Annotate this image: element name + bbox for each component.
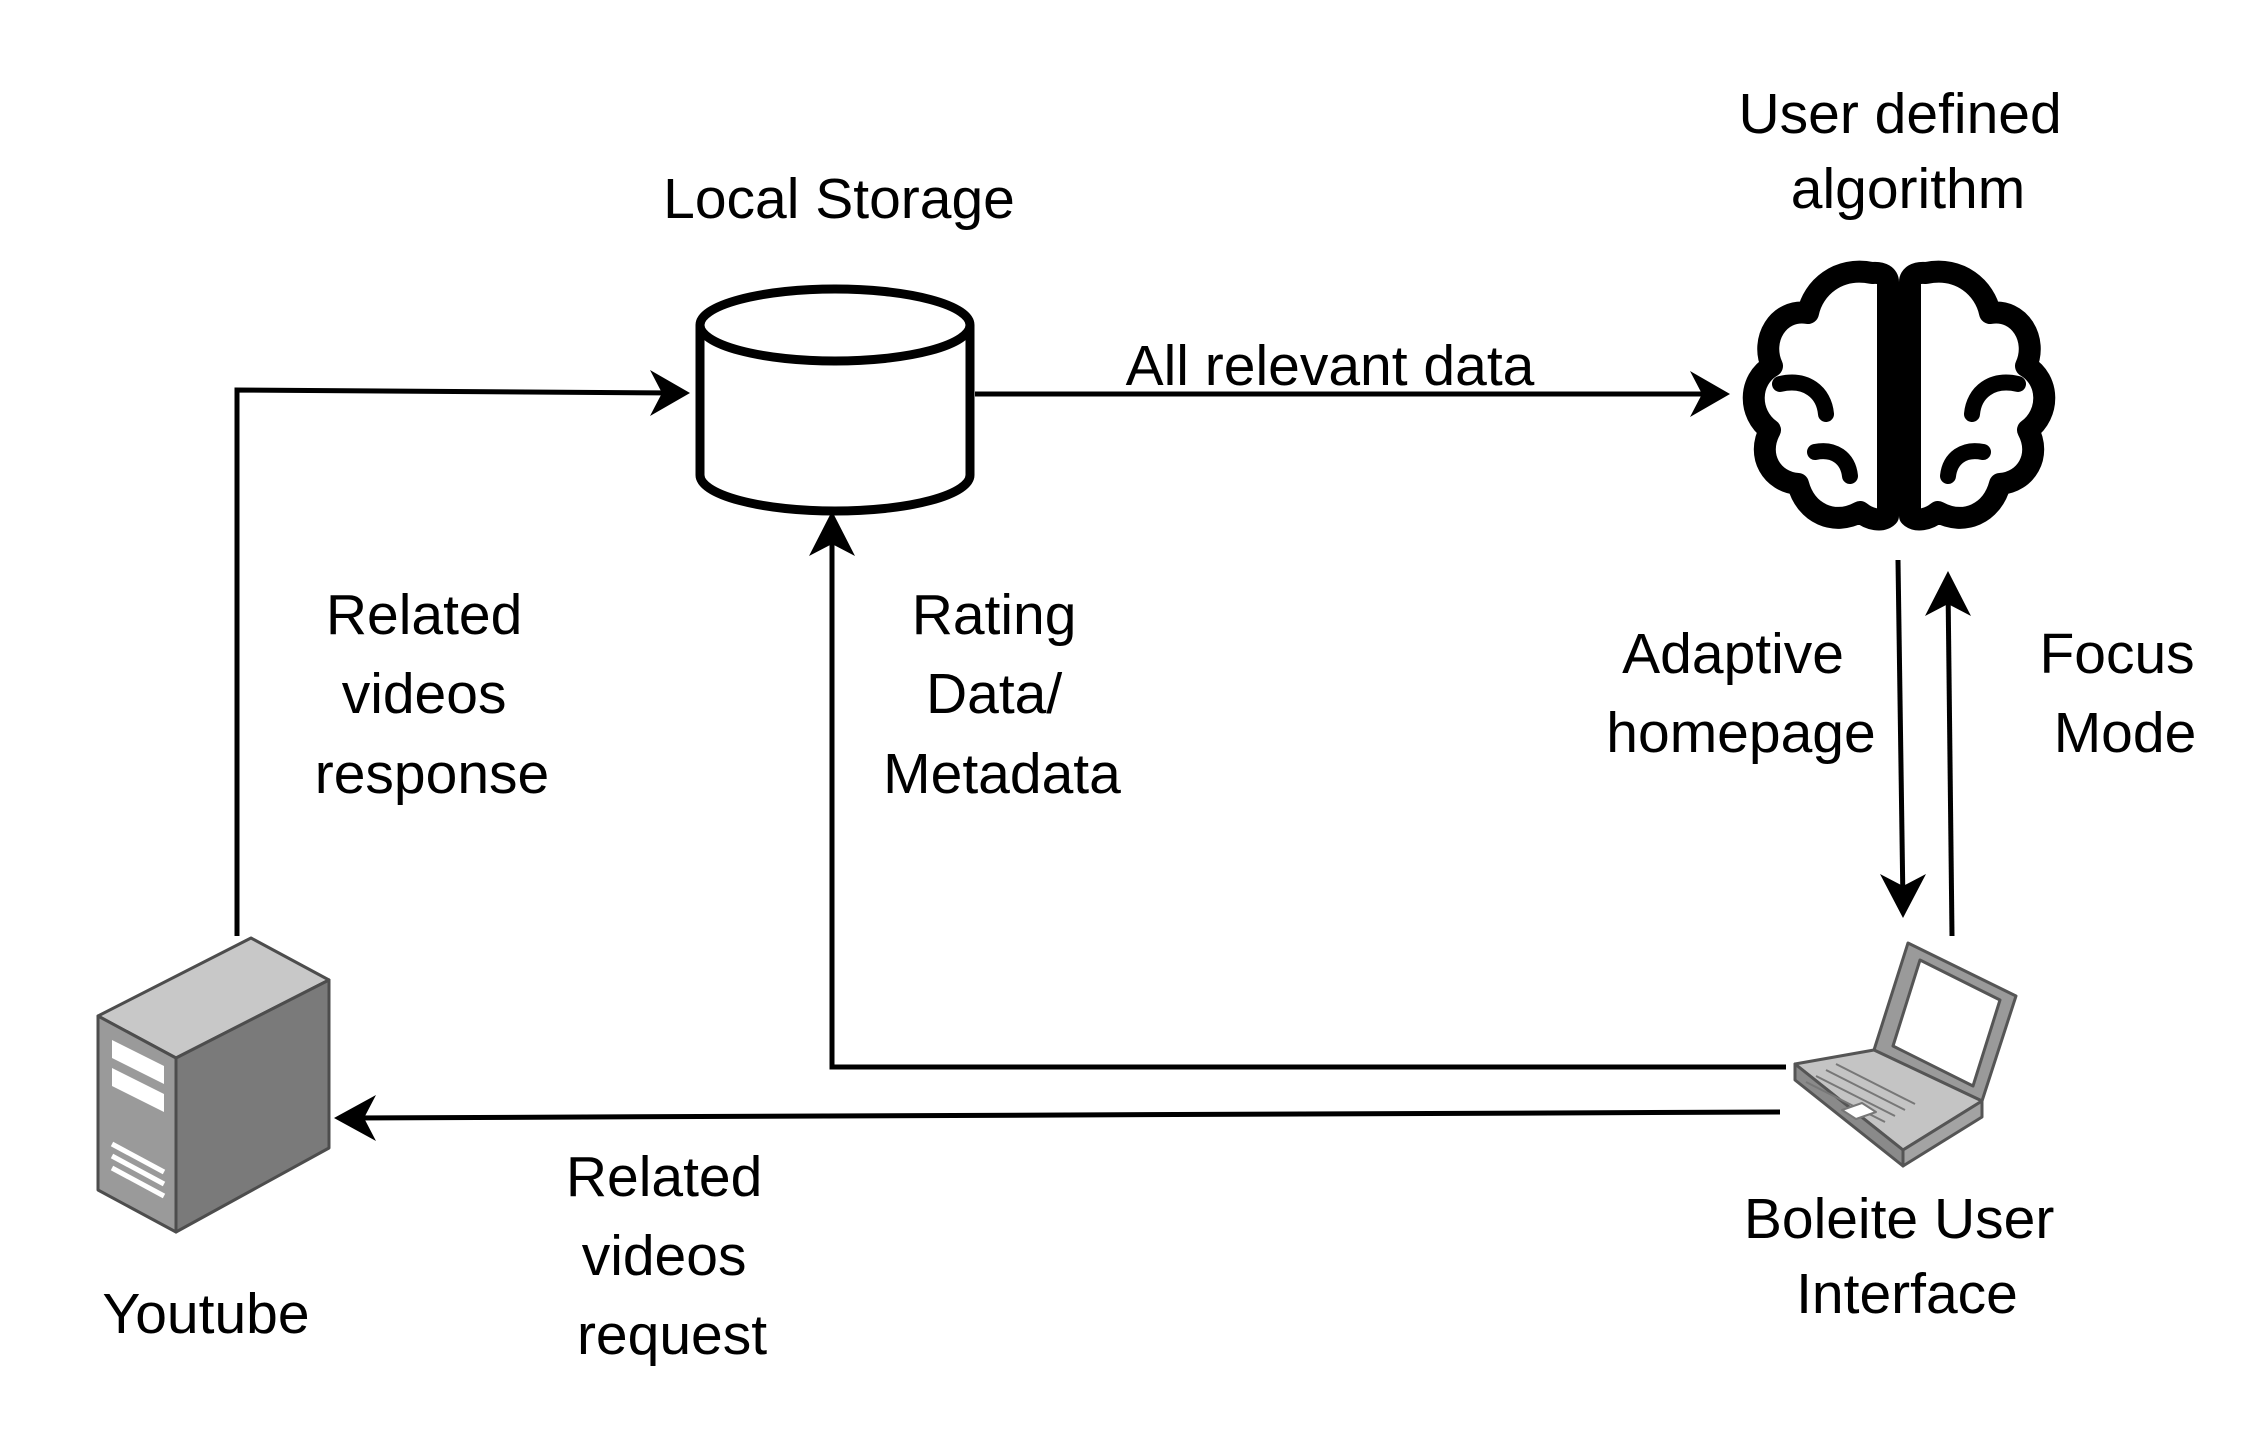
edge-focus-mode [1945,584,1955,937]
edge-related-videos-request [349,1109,1781,1121]
edge-related-videos-response [234,387,681,936]
database-cylinder-icon [695,284,975,516]
related-videos-request-label: Related videos request [566,1145,778,1367]
local-storage-label: Local Storage [663,167,1015,231]
laptop-icon [1793,941,2018,1168]
related-videos-response-label: Related videos response [315,583,550,806]
edge-rating-metadata [829,522,1786,1070]
server-tower-icon [96,936,331,1234]
algorithm-label: User defined algorithm [1738,82,2077,221]
rating-metadata-label: Rating Data/ Metadata [883,583,1121,806]
adaptive-homepage-label: Adaptive homepage [1606,622,1875,765]
edge-adaptive-homepage [1895,559,1906,906]
brain-icon [1742,260,2056,531]
youtube-label: Youtube [102,1282,309,1346]
ui-label: Boleite User Interface [1744,1187,2070,1326]
all-relevant-data-label: All relevant data [1126,334,1535,398]
focus-mode-label: Focus Mode [2039,622,2210,765]
